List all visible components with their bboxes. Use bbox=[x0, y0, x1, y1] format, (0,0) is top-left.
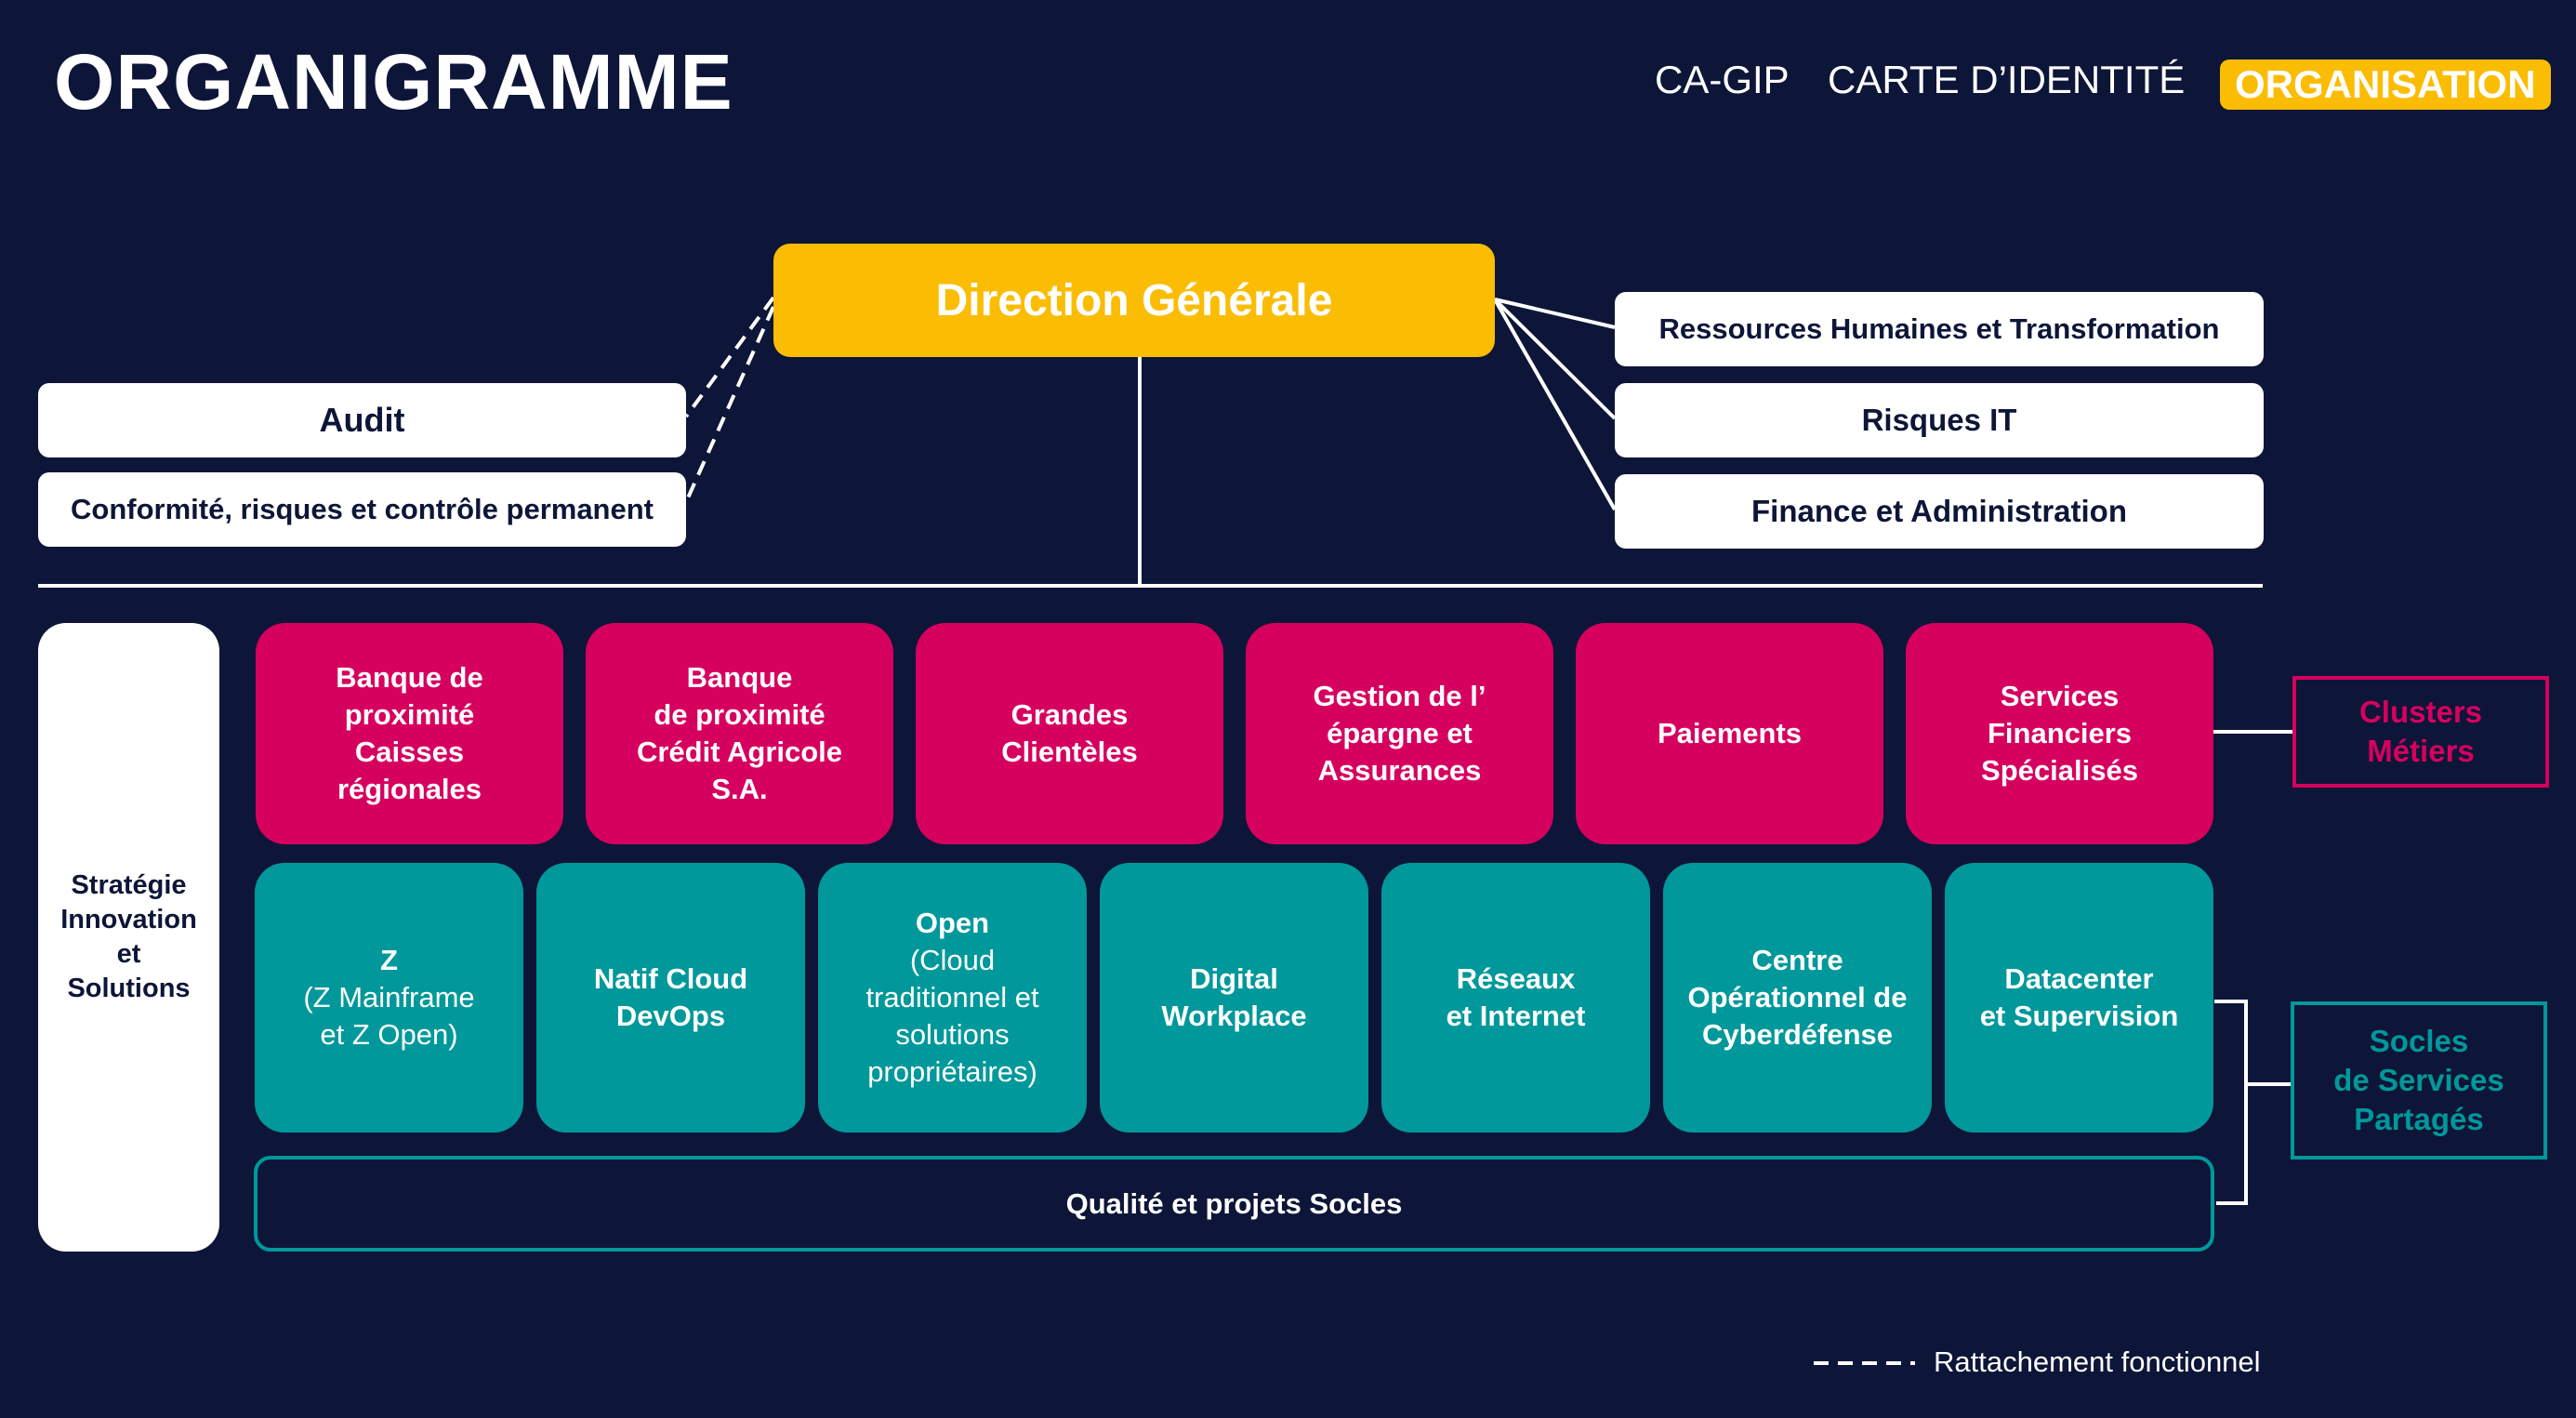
cluster-epargne-assurances: Gestion de l’ épargne et Assurances bbox=[1246, 623, 1553, 844]
page-title: ORGANIGRAMME bbox=[54, 38, 733, 126]
socle-natif-cloud: Natif Cloud DevOps bbox=[536, 863, 805, 1133]
rh-box: Ressources Humaines et Transformation bbox=[1615, 292, 2264, 366]
socle-title: Digital Workplace bbox=[1161, 962, 1307, 1032]
risques-it-box: Risques IT bbox=[1615, 383, 2264, 457]
cluster-paiements: Paiements bbox=[1576, 623, 1883, 844]
socle-digital-workplace: Digital Workplace bbox=[1100, 863, 1368, 1133]
line-finance bbox=[1493, 298, 1617, 510]
socle-cyberdefense: Centre Opérationnel de Cyberdéfense bbox=[1663, 863, 1932, 1133]
socle-sub: (Cloud traditionnel et solutions proprié… bbox=[865, 944, 1039, 1088]
socle-title: Open bbox=[915, 907, 990, 939]
finance-box: Finance et Administration bbox=[1615, 474, 2264, 549]
legend-label: Rattachement fonctionnel bbox=[1934, 1345, 2261, 1378]
dashed-line-conformite bbox=[684, 306, 775, 503]
audit-box: Audit bbox=[38, 383, 686, 457]
socle-title: Réseaux et Internet bbox=[1446, 962, 1586, 1032]
socles-bracket bbox=[2214, 1000, 2248, 1205]
socle-title: Datacenter et Supervision bbox=[1979, 962, 2179, 1032]
socle-sub: (Z Mainframe et Z Open) bbox=[303, 981, 475, 1051]
line-rh bbox=[1494, 298, 1616, 329]
cluster-credit-agricole-sa: Banque de proximité Crédit Agricole S.A. bbox=[586, 623, 893, 844]
socle-title: Centre Opérationnel de Cyberdéfense bbox=[1687, 944, 1908, 1051]
socle-reseaux: Réseaux et Internet bbox=[1381, 863, 1650, 1133]
socle-open: Open (Cloud traditionnel et solutions pr… bbox=[818, 863, 1087, 1133]
socle-title: Natif Cloud DevOps bbox=[593, 962, 748, 1032]
socle-title: Z bbox=[380, 944, 398, 976]
clusters-metiers-label: Clusters Métiers bbox=[2292, 676, 2549, 788]
cluster-services-financiers: Services Financiers Spécialisés bbox=[1906, 623, 2213, 844]
nav-carte-identite[interactable]: CARTE D’IDENTITÉ bbox=[1828, 58, 2186, 101]
socles-services-label: Socles de Services Partagés bbox=[2291, 1001, 2547, 1160]
cluster-caisses-regionales: Banque de proximité Caisses régionales bbox=[256, 623, 563, 844]
direction-generale-box: Direction Générale bbox=[773, 244, 1495, 357]
nav-ca-gip[interactable]: CA-GIP bbox=[1655, 58, 1790, 101]
conformite-box: Conformité, risques et contrôle permanen… bbox=[38, 472, 686, 547]
nav-organisation[interactable]: ORGANISATION bbox=[2220, 60, 2551, 110]
qualite-projets-socles: Qualité et projets Socles bbox=[254, 1156, 2214, 1252]
strategie-box: Stratégie Innovation et Solutions bbox=[38, 623, 219, 1252]
cluster-grandes-clienteles: Grandes Clientèles bbox=[916, 623, 1223, 844]
line-risques bbox=[1493, 298, 1617, 420]
socle-z: Z (Z Mainframe et Z Open) bbox=[255, 863, 523, 1133]
dashed-line-audit bbox=[684, 296, 775, 418]
socle-datacenter: Datacenter et Supervision bbox=[1945, 863, 2213, 1133]
